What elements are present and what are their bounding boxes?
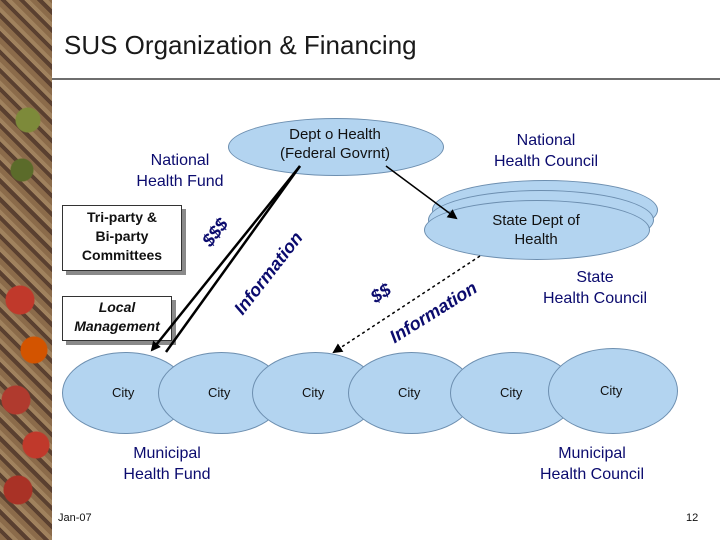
tri-party-committees-box: Tri-party & Bi-party Committees [62, 205, 182, 271]
state-dept-label: State Dept of Health [492, 212, 580, 248]
federal-info-label: Information [230, 227, 307, 319]
state-info-label: Information [386, 277, 481, 347]
state-dept-ellipse [424, 200, 650, 260]
city-label: City [500, 385, 523, 400]
state-money-label: $$ [367, 279, 395, 307]
state-health-council-label: State Health Council [542, 269, 648, 307]
national-health-council-label: National Health Council [493, 132, 599, 170]
local-management-box: Local Management [62, 296, 172, 341]
slide-title: SUS Organization & Financing [64, 30, 417, 60]
federal-money-label: $$$ [198, 214, 233, 251]
city-label: City [112, 385, 135, 400]
city-label: City [302, 385, 325, 400]
municipal-health-council-label: Municipal Health Council [539, 445, 645, 483]
city-label: City [398, 385, 421, 400]
slide-date: Jan-07 [58, 512, 92, 524]
city-ellipse-6 [548, 348, 678, 434]
page-number: 12 [686, 512, 699, 524]
municipal-health-fund-label: Municipal Health Fund [123, 445, 211, 483]
city-label: City [208, 385, 231, 400]
title-divider [52, 78, 720, 80]
dept-health-label: Dept o Health (Federal Govrnt) [279, 126, 391, 162]
decorative-photo-strip [0, 0, 52, 540]
national-health-fund-label: National Health Fund [136, 152, 224, 190]
city-label: City [600, 383, 623, 398]
